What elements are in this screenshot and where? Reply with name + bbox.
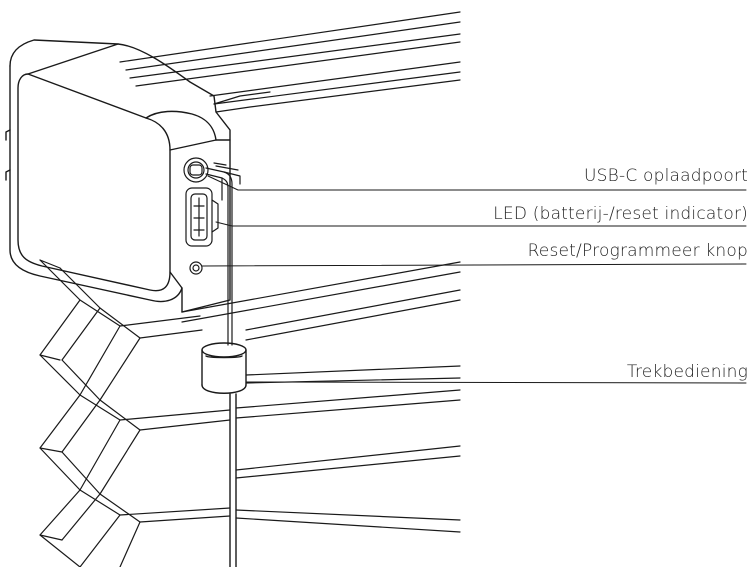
reset-button-label: Reset/Programmeer knop bbox=[527, 241, 748, 261]
pleated-fabric bbox=[39, 259, 141, 567]
reset-button-graphic bbox=[189, 261, 203, 275]
pull-handle bbox=[201, 342, 247, 567]
usb-c-port-label: USB-C oplaadpoort bbox=[584, 166, 748, 186]
led-window-graphic bbox=[185, 187, 219, 247]
pull-cord bbox=[205, 162, 241, 346]
leader-lines bbox=[201, 175, 747, 384]
usb-c-port-graphic bbox=[183, 157, 209, 183]
headrail bbox=[119, 11, 461, 113]
led-indicator-label: LED (batterij-/reset indicator) bbox=[493, 204, 748, 224]
end-cap bbox=[5, 39, 231, 313]
pull-control-label: Trekbediening bbox=[626, 362, 748, 382]
slats bbox=[119, 261, 461, 533]
